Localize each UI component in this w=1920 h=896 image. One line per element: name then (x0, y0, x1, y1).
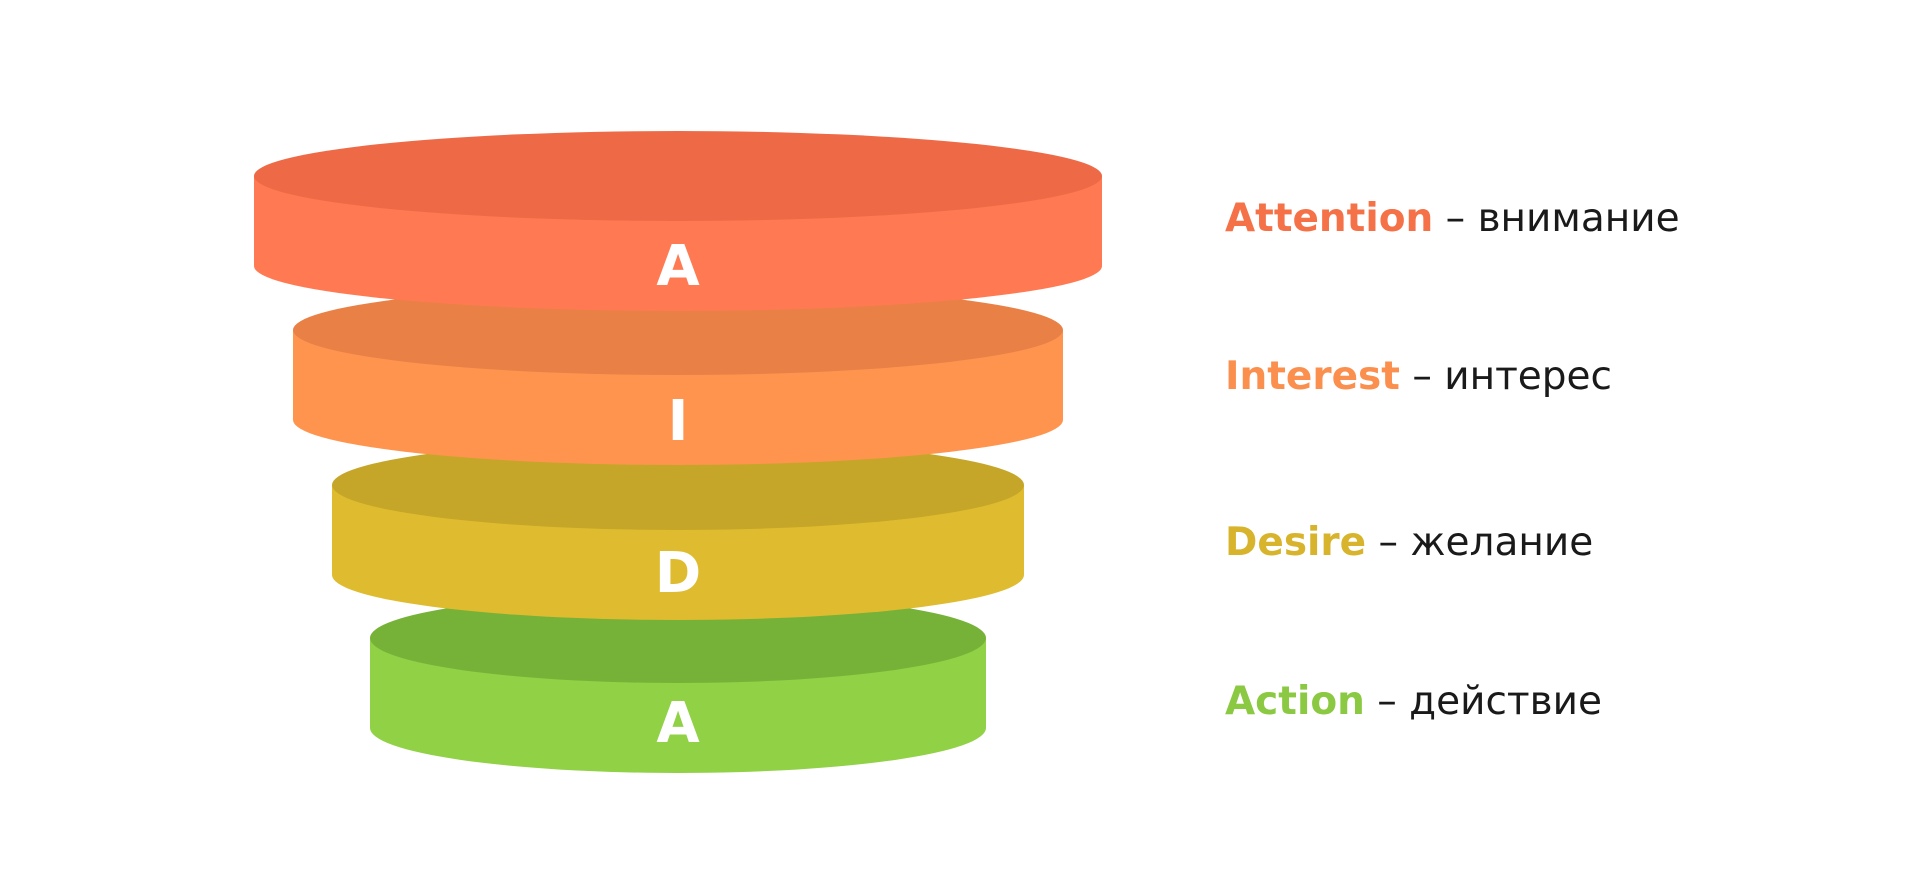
legend-action: Action – действие (1225, 672, 1602, 732)
funnel-disc-attention: A (254, 131, 1102, 311)
legend-term: Interest (1225, 354, 1400, 399)
legend-translation: – внимание (1445, 196, 1680, 241)
disc-letter: A (656, 691, 700, 756)
disc-letter: D (655, 541, 701, 606)
legend-interest: Interest – интерес (1225, 347, 1612, 407)
disc-top (293, 285, 1063, 375)
disc-letter: I (668, 389, 689, 454)
legend-term: Desire (1225, 520, 1367, 565)
funnel-disc-action: A (370, 593, 986, 773)
disc-top (370, 593, 986, 683)
funnel-disc-interest: I (293, 285, 1063, 465)
legend-translation: – желание (1378, 520, 1594, 565)
legend-attention: Attention – внимание (1225, 189, 1680, 249)
funnel-disc-desire: D (332, 440, 1024, 620)
disc-letter: A (656, 234, 700, 299)
disc-top (332, 440, 1024, 530)
legend-translation: – действие (1377, 679, 1602, 724)
legend-translation: – интерес (1412, 354, 1612, 399)
legend-term: Attention (1225, 196, 1434, 241)
legend-desire: Desire – желание (1225, 513, 1593, 573)
legend-term: Action (1225, 679, 1365, 724)
disc-top (254, 131, 1102, 221)
